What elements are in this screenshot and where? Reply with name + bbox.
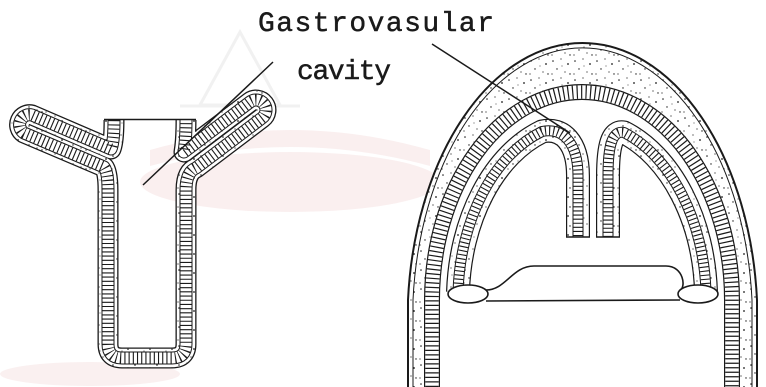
velum-right-lobe xyxy=(678,285,718,303)
velum-lower-line xyxy=(486,300,680,301)
velum-left-lobe xyxy=(448,285,488,303)
watermark-roof xyxy=(180,32,300,106)
label-cavity: cavity xyxy=(297,57,391,88)
polyp-section xyxy=(20,100,266,358)
medusa-section xyxy=(408,43,757,387)
label-gastrovasular: Gastrovasular xyxy=(258,9,494,40)
